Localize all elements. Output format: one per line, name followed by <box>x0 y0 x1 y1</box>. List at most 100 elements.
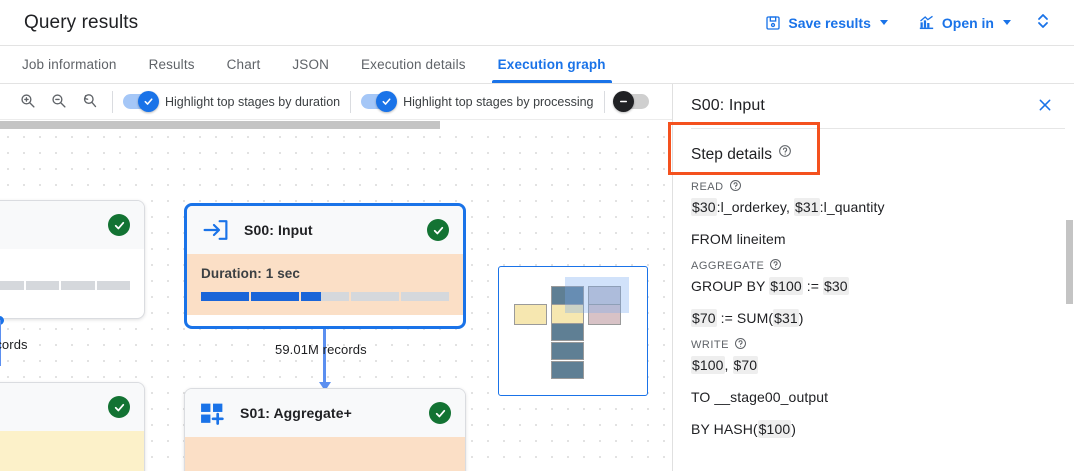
help-icon[interactable] <box>769 258 782 274</box>
page-header: Query results Save results <box>0 0 1074 46</box>
minimap-node <box>514 304 547 325</box>
save-icon <box>765 15 781 31</box>
toggle-switch-on[interactable] <box>123 91 159 112</box>
toolbar-divider <box>603 90 605 113</box>
zoom-out-button[interactable] <box>45 89 71 115</box>
read-from-value: FROM lineitem <box>691 231 786 247</box>
save-results-button[interactable]: Save results <box>756 9 897 37</box>
toggle-knob <box>138 91 159 112</box>
check-circle-icon <box>108 396 130 418</box>
progress-segment <box>61 281 95 290</box>
toggle-label-processing: Highlight top stages by processing <box>403 94 594 109</box>
node-body <box>0 249 144 304</box>
progress-segment <box>251 292 299 301</box>
tab-results[interactable]: Results <box>148 57 195 72</box>
check-circle-icon <box>429 402 451 424</box>
node-header: S01: Aggregate+ <box>185 389 465 437</box>
step-details-heading: Step details <box>691 129 1056 179</box>
progress-segment <box>201 292 249 301</box>
graph-node-partial-lower[interactable] <box>0 382 145 471</box>
write-by-hash-value: BY HASH($100) <box>691 420 796 438</box>
horizontal-scrollbar-track[interactable] <box>0 120 672 129</box>
edge-arrow-icon <box>319 382 331 391</box>
node-title: S00: Input <box>244 222 313 238</box>
help-icon[interactable] <box>729 179 742 195</box>
edge-line <box>323 325 326 384</box>
toggle-switch-on[interactable] <box>361 91 398 112</box>
minimap-node <box>551 361 584 379</box>
read-columns-value: $30:l_orderkey, $31:l_quantity <box>691 198 885 216</box>
write-to-value: TO __stage00_output <box>691 389 829 405</box>
panel-scrollbar-track[interactable] <box>1065 84 1074 471</box>
horizontal-scrollbar-thumb[interactable] <box>0 121 440 129</box>
page-title: Query results <box>24 11 139 33</box>
write-columns-value: $100, $70 <box>691 356 759 374</box>
section-label-aggregate: AGGREGATE <box>691 258 1056 274</box>
help-icon[interactable] <box>778 144 792 163</box>
tab-chart[interactable]: Chart <box>226 57 261 72</box>
node-progress-bar <box>0 281 131 290</box>
node-header <box>0 201 144 249</box>
expand-collapse-button[interactable] <box>1020 5 1060 40</box>
minimap-node <box>551 342 584 360</box>
check-circle-icon <box>108 214 130 236</box>
aggregate-grid-plus-icon <box>199 401 226 426</box>
progress-segment <box>351 292 399 301</box>
close-button[interactable] <box>1032 93 1058 119</box>
chart-icon <box>918 15 935 31</box>
step-details-panel: S00: Input Step details <box>672 84 1074 471</box>
panel-body: Step details READ <box>673 129 1074 447</box>
tab-execution-details[interactable]: Execution details <box>361 57 466 72</box>
graph-toolbar: Highlight top stages by duration Highlig… <box>0 84 672 120</box>
toggle-third-option[interactable] <box>612 91 655 112</box>
save-results-label: Save results <box>788 14 871 31</box>
minimap-node <box>588 304 621 325</box>
chevron-down-icon <box>1003 20 1011 25</box>
tab-job-information[interactable]: Job information <box>22 57 117 72</box>
edge-connector-dot <box>0 316 4 325</box>
close-icon <box>1037 97 1053 116</box>
zoom-in-button[interactable] <box>14 89 40 115</box>
progress-segment <box>401 292 449 301</box>
input-arrow-icon <box>201 217 230 243</box>
graph-node-s00-input[interactable]: S00: Input Duration: 1 sec <box>184 203 466 329</box>
minimap-viewport[interactable] <box>565 277 629 313</box>
graph-canvas[interactable]: ecords 59.01M records S00: Input <box>0 120 672 471</box>
panel-header: S00: Input <box>673 84 1074 128</box>
open-in-label: Open in <box>941 14 994 31</box>
aggregate-groupby-value: GROUP BY $100 := $30 <box>691 277 849 295</box>
node-progress-bar <box>201 292 449 301</box>
edge-label-records: 59.01M records <box>275 342 367 357</box>
panel-scrollbar-thumb[interactable] <box>1066 220 1073 304</box>
toggle-highlight-by-duration[interactable]: Highlight top stages by duration <box>123 91 340 112</box>
tab-json[interactable]: JSON <box>292 57 330 72</box>
aggregate-sum-value: $70 := SUM($31) <box>691 309 804 327</box>
edge-line <box>0 320 1 366</box>
graph-minimap[interactable] <box>498 266 648 396</box>
node-duration-label: Duration: 1 sec <box>201 266 301 281</box>
tab-execution-graph[interactable]: Execution graph <box>482 46 622 83</box>
progress-segment <box>25 281 60 290</box>
zoom-reset-button[interactable] <box>76 89 102 115</box>
graph-node-partial-upper[interactable] <box>0 200 145 319</box>
progress-segment <box>301 292 349 301</box>
zoom-out-icon <box>50 92 67 112</box>
panel-divider <box>691 128 1074 129</box>
header-actions: Save results Open in <box>756 5 1074 40</box>
toggle-switch-off[interactable] <box>612 91 649 112</box>
zoom-reset-icon <box>81 92 98 112</box>
node-header <box>0 383 144 431</box>
minimap-node <box>551 323 584 341</box>
step-details-label: Step details <box>691 146 772 163</box>
node-body: Duration: 1 sec <box>187 254 463 315</box>
results-tabs: Job information Results Chart JSON Execu… <box>0 46 1074 84</box>
open-in-button[interactable]: Open in <box>909 9 1020 37</box>
node-title: S01: Aggregate+ <box>240 405 352 421</box>
help-icon[interactable] <box>734 337 747 353</box>
toggle-highlight-by-processing[interactable]: Highlight top stages by processing <box>361 91 594 112</box>
graph-node-s01-aggregate[interactable]: S01: Aggregate+ <box>184 388 466 471</box>
panel-title: S00: Input <box>691 97 765 114</box>
chevron-down-icon <box>879 20 888 25</box>
zoom-controls <box>0 89 102 115</box>
